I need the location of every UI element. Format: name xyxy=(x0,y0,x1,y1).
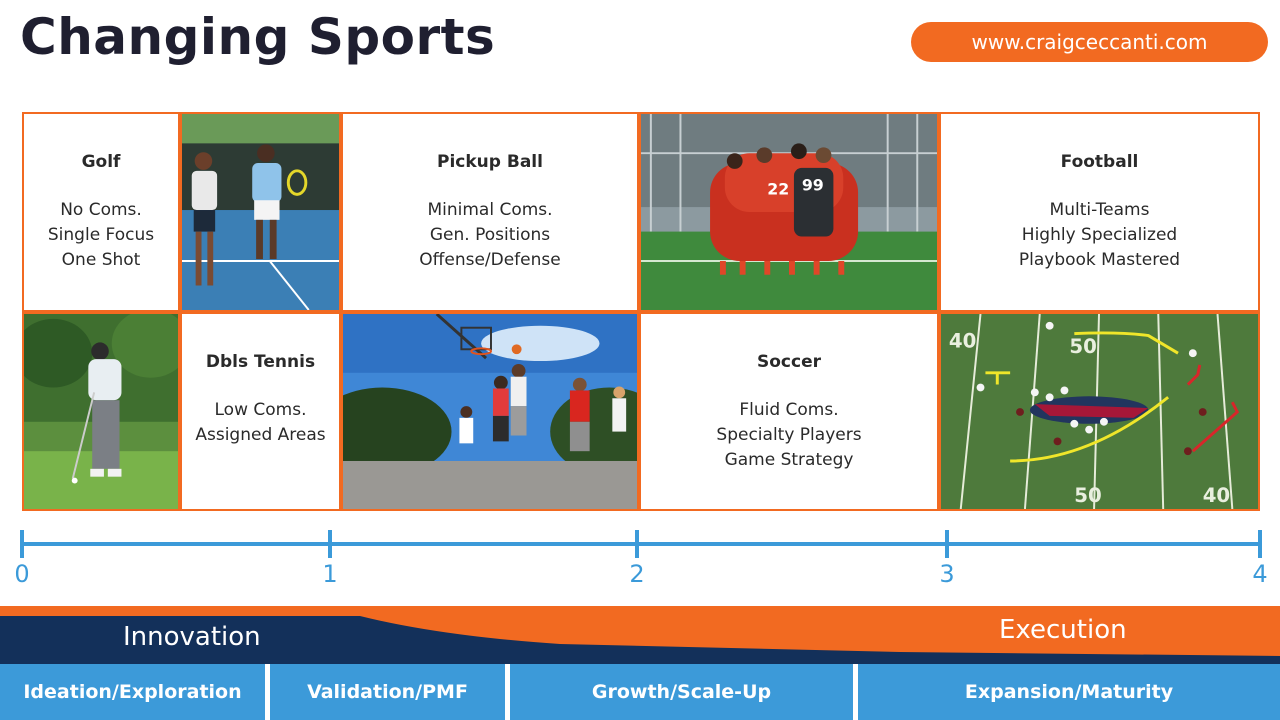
timeline-tick-label: 4 xyxy=(1252,560,1268,588)
timeline-tick-label: 2 xyxy=(629,560,645,588)
soccer-line: Fluid Coms. xyxy=(739,400,839,420)
pickup-ball-cell: Pickup Ball Minimal Coms. Gen. Positions… xyxy=(341,112,639,312)
stage-ideation: Ideation/Exploration xyxy=(0,664,265,720)
innovation-execution-band xyxy=(0,606,1280,664)
football-cell: Football Multi-Teams Highly Specialized … xyxy=(939,112,1260,312)
football-heading: Football xyxy=(1060,152,1139,172)
timeline-tick-label: 3 xyxy=(939,560,955,588)
yard-number: 40 xyxy=(949,329,976,352)
website-url-badge[interactable]: www.craigceccanti.com xyxy=(911,22,1268,62)
yard-number: 50 xyxy=(1074,484,1101,507)
innovation-label: Innovation xyxy=(123,622,261,652)
stage-expansion: Expansion/Maturity xyxy=(858,664,1280,720)
football-line: Playbook Mastered xyxy=(1018,250,1181,270)
soccer-huddle-photo: 22 99 xyxy=(639,112,939,312)
dbls-tennis-line: Assigned Areas xyxy=(195,425,326,445)
tennis-players-photo xyxy=(180,112,341,312)
dbls-tennis-heading: Dbls Tennis xyxy=(205,352,316,372)
stage-growth: Growth/Scale-Up xyxy=(510,664,853,720)
stage-validation: Validation/PMF xyxy=(270,664,505,720)
page-title: Changing Sports xyxy=(20,8,496,66)
jersey-number: 99 xyxy=(802,175,824,194)
soccer-line: Game Strategy xyxy=(724,450,854,470)
golf-line: Single Focus xyxy=(47,225,155,245)
timeline-tick-label: 0 xyxy=(14,560,30,588)
soccer-heading: Soccer xyxy=(757,352,821,372)
golf-cell: Golf No Coms. Single Focus One Shot xyxy=(22,112,180,312)
timeline-axis xyxy=(20,530,1262,558)
golf-line: No Coms. xyxy=(60,200,142,220)
pickup-ball-heading: Pickup Ball xyxy=(437,152,543,172)
football-line: Highly Specialized xyxy=(1021,225,1178,245)
yard-number: 50 xyxy=(1069,335,1096,358)
soccer-cell: Soccer Fluid Coms. Specialty Players Gam… xyxy=(639,312,939,511)
football-playbook-photo: 40 50 50 40 xyxy=(939,312,1260,511)
golfer-photo xyxy=(22,312,180,511)
basketball-photo xyxy=(341,312,639,511)
pickup-ball-line: Gen. Positions xyxy=(429,225,551,245)
golf-heading: Golf xyxy=(81,152,121,172)
jersey-number: 22 xyxy=(767,179,789,198)
execution-label: Execution xyxy=(999,615,1127,645)
pickup-ball-line: Minimal Coms. xyxy=(427,200,553,220)
pickup-ball-line: Offense/Defense xyxy=(419,250,561,270)
dbls-tennis-line: Low Coms. xyxy=(214,400,307,420)
dbls-tennis-cell: Dbls Tennis Low Coms. Assigned Areas xyxy=(180,312,341,511)
golf-line: One Shot xyxy=(61,250,141,270)
football-line: Multi-Teams xyxy=(1049,200,1150,220)
timeline-tick-label: 1 xyxy=(322,560,338,588)
yard-number: 40 xyxy=(1203,484,1230,507)
soccer-line: Specialty Players xyxy=(716,425,862,445)
